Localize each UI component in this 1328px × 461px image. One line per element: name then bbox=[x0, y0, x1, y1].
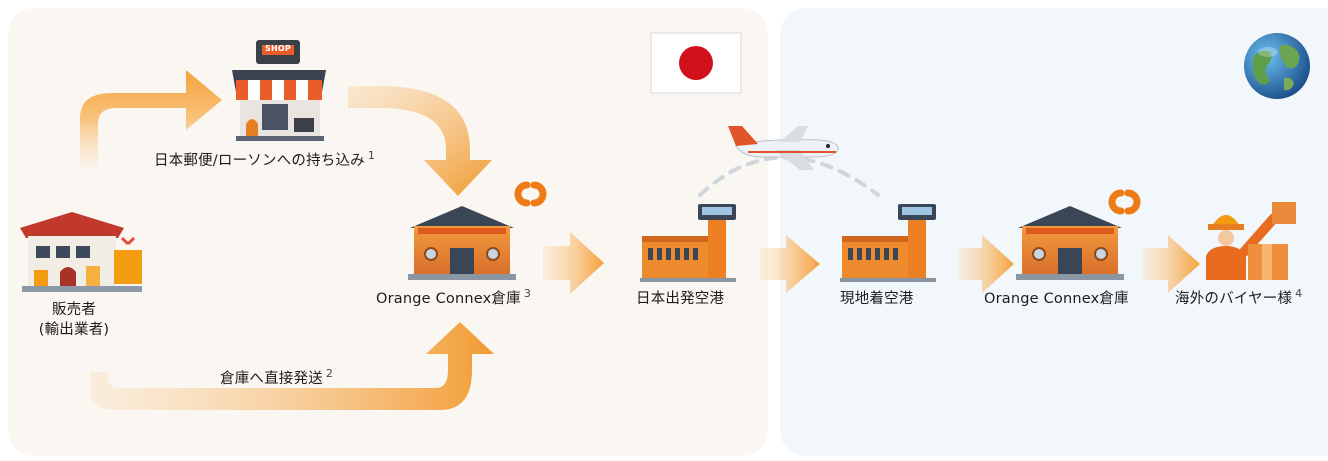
footnote-3: 3 bbox=[523, 287, 532, 300]
direct-route-arrow bbox=[90, 322, 494, 410]
globe-icon bbox=[1244, 33, 1310, 99]
store-route-arrow bbox=[80, 70, 222, 168]
seller-label-line2: (輸出業者) bbox=[38, 322, 110, 338]
buyer-text: 海外のバイヤー様 bbox=[1175, 291, 1293, 307]
arrival-airport-text: 現地着空港 bbox=[840, 291, 914, 307]
seller-building-icon bbox=[20, 212, 142, 292]
warehouse-dest-label: Orange Connex倉庫 bbox=[984, 290, 1129, 308]
flow-arrow-1 bbox=[543, 232, 604, 294]
seller-label-line1: 販売者 bbox=[51, 302, 97, 318]
orange-connex-logo bbox=[514, 181, 547, 207]
warehouse-dest-text: Orange Connex倉庫 bbox=[984, 291, 1129, 307]
direct-route-text: 倉庫へ直接発送 bbox=[220, 371, 323, 387]
footnote-2: 2 bbox=[325, 367, 334, 380]
flow-arrow-3 bbox=[958, 235, 1014, 293]
departure-airport-label: 日本出発空港 bbox=[636, 290, 724, 308]
shop-to-warehouse-arrow bbox=[348, 86, 492, 196]
arrival-airport-label: 現地着空港 bbox=[840, 290, 914, 308]
warehouse-jp-text: Orange Connex倉庫 bbox=[376, 291, 521, 307]
store-route-text: 日本郵便/ローソンへの持ち込み bbox=[154, 153, 365, 169]
departure-airport-icon bbox=[640, 204, 736, 282]
orange-connex-logo-dest bbox=[1108, 189, 1141, 215]
departure-airport-text: 日本出発空港 bbox=[636, 291, 725, 307]
arrival-airport-icon bbox=[840, 204, 936, 282]
flow-arrow-4 bbox=[1142, 235, 1200, 293]
japan-region-panel bbox=[8, 8, 768, 456]
shop-sign: SHOP bbox=[265, 44, 291, 53]
buyer-icon bbox=[1206, 202, 1296, 280]
seller-label: 販売者 (輸出業者) bbox=[24, 300, 124, 340]
japan-flag bbox=[650, 32, 742, 94]
footnote-4: 4 bbox=[1295, 287, 1303, 300]
warehouse-jp-icon bbox=[408, 206, 516, 280]
flow-arrow-2 bbox=[760, 235, 820, 293]
flight-path bbox=[698, 155, 880, 197]
footnote-1: 1 bbox=[367, 149, 376, 162]
warehouse-dest-icon bbox=[1016, 206, 1124, 280]
airplane-icon bbox=[728, 126, 839, 170]
shop-icon bbox=[232, 40, 326, 141]
